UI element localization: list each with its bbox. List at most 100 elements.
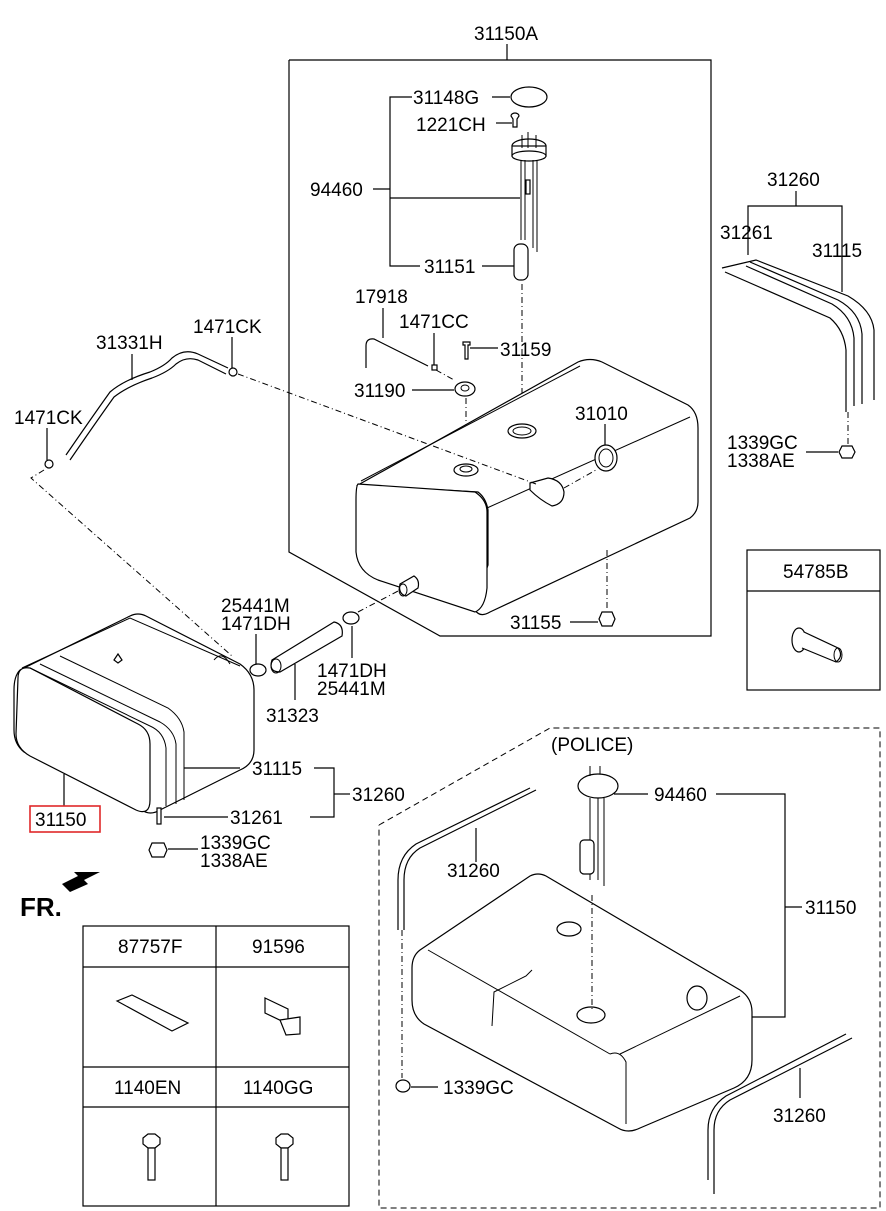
label-1471DH-upper[interactable]: 1471DH (221, 614, 291, 635)
label-31010[interactable]: 31010 (575, 404, 628, 425)
label-31260-police-b[interactable]: 31260 (773, 1106, 826, 1127)
dash-line (435, 369, 455, 381)
label-31150-highlighted[interactable]: 31150 (35, 810, 86, 831)
label-31150-police[interactable]: 31150 (805, 898, 856, 919)
sender-port (576, 1006, 606, 1024)
label-31115-left[interactable]: 31115 (252, 759, 302, 780)
police-outline (378, 727, 881, 1209)
label-31261-left[interactable]: 31261 (230, 808, 283, 829)
dash-line (357, 589, 401, 613)
filter-31151 (513, 243, 529, 281)
label-1221CH[interactable]: 1221CH (416, 115, 486, 136)
hose-31331H (65, 351, 229, 456)
label-31331H[interactable]: 31331H (96, 333, 163, 354)
hose-stub (213, 655, 231, 665)
label-94460-police[interactable]: 94460 (654, 785, 707, 806)
label-31155[interactable]: 31155 (510, 613, 561, 634)
fuel-sender-unit (511, 132, 547, 252)
dash-line (237, 373, 537, 485)
label-1471CK-upper[interactable]: 1471CK (193, 317, 262, 338)
label-31159[interactable]: 31159 (500, 340, 551, 361)
strap-31115 (721, 259, 875, 400)
label-1471DH-lower[interactable]: 1471DH (317, 661, 387, 682)
nut-1339GC (838, 445, 856, 459)
label-fr: FR. (20, 892, 62, 922)
label-1339GC-right[interactable]: 1339GC (727, 433, 798, 454)
bolt-1140GG-icon (275, 1133, 294, 1181)
sender-port (507, 423, 537, 439)
label-31151[interactable]: 31151 (424, 257, 475, 278)
label-31148G[interactable]: 31148G (413, 88, 479, 109)
label-87757F[interactable]: 87757F (118, 937, 182, 958)
label-1338AE-right[interactable]: 1338AE (727, 451, 795, 472)
bolt-icon (113, 652, 123, 664)
label-1471CC[interactable]: 1471CC (399, 312, 469, 333)
outlet-pipe (399, 575, 420, 597)
clamp-1471DH (342, 611, 360, 625)
clip-91596-icon (264, 997, 301, 1036)
label-25441M-upper[interactable]: 25441M (221, 596, 290, 617)
label-1338AE-left[interactable]: 1338AE (200, 851, 268, 872)
pad-87757F-icon (115, 994, 190, 1032)
label-31261-right[interactable]: 31261 (720, 223, 773, 244)
label-31260-left[interactable]: 31260 (352, 785, 405, 806)
vent-parts: 17918 1471CC 31159 31190 (354, 287, 551, 465)
label-31323[interactable]: 31323 (266, 706, 319, 727)
part-box (746, 549, 881, 691)
label-54785B[interactable]: 54785B (783, 562, 849, 583)
filler-neck (529, 477, 565, 507)
vent-hose-group: 31331H 1471CK 1471CK (14, 317, 537, 657)
label-31190[interactable]: 31190 (354, 381, 405, 402)
strap-bolt (156, 807, 162, 825)
police-variant: (POLICE) 94460 31150 31260 (378, 727, 881, 1209)
filler-hose-group: 25441M 1471DH 31323 1471DH 25441M (221, 589, 401, 727)
label-31150A[interactable]: 31150A (474, 24, 538, 45)
clip-1471CK (44, 459, 54, 469)
filler-port (686, 985, 708, 1011)
assembly-outline (288, 59, 712, 637)
dash-line (30, 469, 233, 657)
vent-port (556, 921, 582, 937)
label-1140EN[interactable]: 1140EN (114, 1078, 181, 1099)
assembly-31150A: 31150A (288, 24, 712, 637)
grommet-31190 (454, 381, 476, 397)
clamp-1471DH (249, 663, 267, 677)
sender-group: 31148G 1221CH 94460 31151 (310, 86, 548, 425)
label-94460[interactable]: 94460 (310, 180, 363, 201)
strap-31260-b (713, 1037, 853, 1194)
label-17918[interactable]: 17918 (355, 287, 408, 308)
highlight-box (29, 805, 101, 833)
fuel-tank-31150: 31115 31260 31261 1339GC 1338AE 31150 (13, 613, 405, 872)
label-1471CK-lower[interactable]: 1471CK (14, 408, 83, 429)
police-tank (411, 873, 753, 1132)
vent-pipe (491, 969, 533, 1027)
label-police[interactable]: (POLICE) (551, 735, 633, 756)
clip-1471CK (228, 367, 238, 377)
bracket-line (747, 205, 843, 292)
bolt-1140EN-icon (142, 1133, 161, 1181)
screw-31159 (462, 341, 471, 360)
label-1140GG[interactable]: 1140GG (243, 1078, 313, 1099)
label-31115-right[interactable]: 31115 (812, 241, 862, 262)
screw-1221CH (510, 112, 520, 128)
label-31260-police-a[interactable]: 31260 (447, 861, 500, 882)
arrow-icon (62, 872, 100, 892)
label-25441M-lower[interactable]: 25441M (317, 679, 386, 700)
nut-1339GC (148, 842, 168, 858)
nut-1339GC (395, 1079, 411, 1093)
strap-group-right: 31260 31261 31115 1339GC 1338AE (720, 170, 875, 472)
gasket-31010 (594, 444, 618, 472)
bracket-line (716, 793, 786, 1018)
pipe-17918 (365, 338, 429, 368)
bracket-line (389, 96, 420, 267)
part-box-54785B: 54785B (746, 549, 881, 691)
cap-31148G (510, 86, 548, 108)
label-1339GC-left[interactable]: 1339GC (200, 833, 271, 854)
label-91596[interactable]: 91596 (252, 937, 305, 958)
vent-port (453, 463, 479, 477)
label-31260-right[interactable]: 31260 (767, 170, 820, 191)
bracket-line (310, 767, 335, 818)
label-1339GC-police[interactable]: 1339GC (443, 1078, 514, 1099)
fuel-tank-31150A: 31010 31155 (355, 358, 699, 634)
